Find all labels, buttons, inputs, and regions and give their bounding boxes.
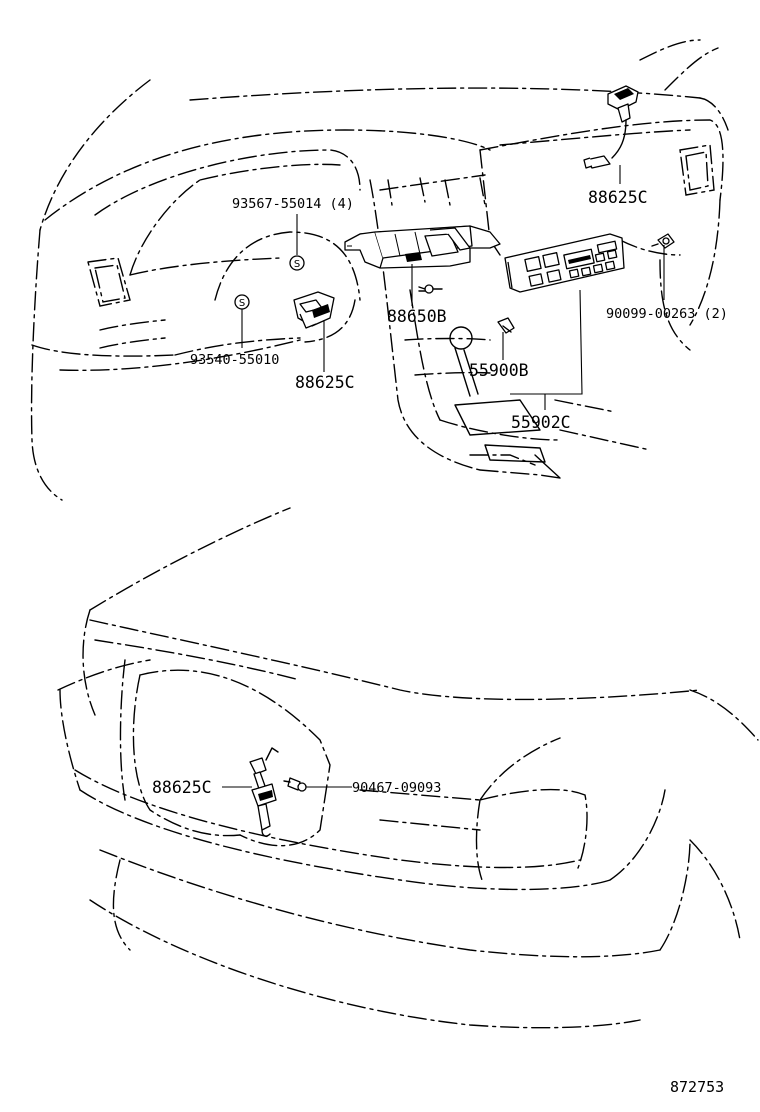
clip-93540-icon: S (234, 294, 250, 310)
airbag-computer-88650b (344, 225, 501, 269)
leader-lines-upper (241, 165, 665, 410)
callout-panel-55902c: 55902C (511, 413, 571, 432)
dashboard-outline (30, 39, 729, 501)
buzzer-left-88625c (293, 291, 335, 329)
callout-buzzer-left: 88625C (295, 373, 355, 392)
callout-buzzer-front: 88625C (152, 778, 212, 797)
climate-control-panel-55900b (504, 233, 625, 293)
clip-55900b-icon (497, 317, 515, 334)
callout-buzzer-top-right: 88625C (588, 188, 648, 207)
buzzer-front-88625c (249, 747, 279, 837)
callout-bolt-90467: 90467-09093 (352, 780, 441, 796)
s-mark-label: S (294, 259, 300, 270)
buzzer-top-right-88625c (583, 85, 639, 169)
callout-screw-90099: 90099-00263 (2) (606, 306, 728, 322)
callout-computer-88650b: 88650B (387, 307, 447, 326)
screw-88650b-icon (418, 284, 443, 294)
callout-clip-93567: 93567-55014 (4) (232, 196, 354, 212)
illustration-number: 872753 (670, 1078, 724, 1096)
callout-clip-93540: 93540-55010 (190, 352, 279, 368)
s-mark-label: S (239, 298, 245, 309)
front-bumper-outline (57, 507, 759, 1029)
callout-control-55900b: 55900B (469, 361, 529, 380)
clip-93567-icon: S (289, 255, 305, 271)
bolt-90467-icon (283, 777, 307, 792)
screw-90099-icon (651, 233, 675, 249)
